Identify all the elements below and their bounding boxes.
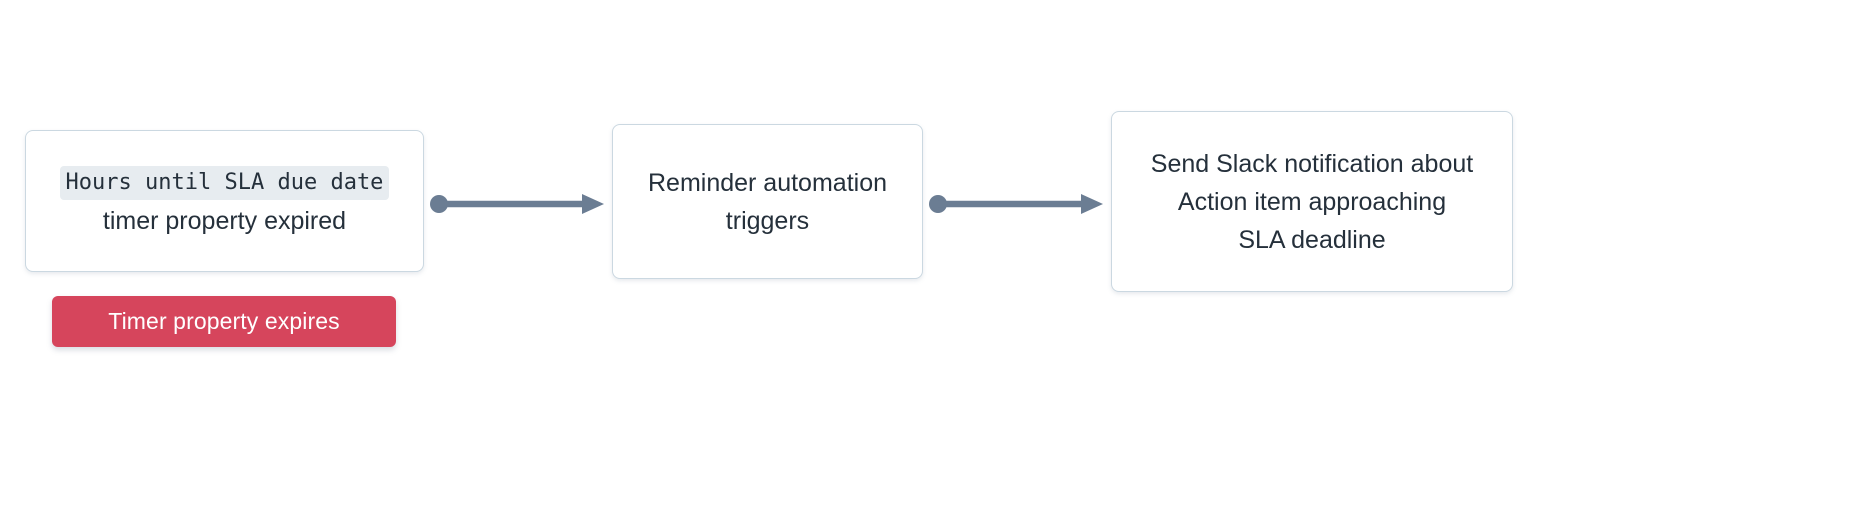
badge-timer-label: Timer property expires [108,308,340,334]
connector-start-dot-icon [430,195,448,213]
node-action-line-2: Action item approaching [1177,187,1447,216]
node-automation-text: Reminder automation triggers [634,164,901,240]
node-trigger[interactable]: Hours until SLA due date timer property … [25,130,424,272]
node-action-text: Send Slack notification about Action ite… [1137,145,1487,259]
connector-start-dot-icon [929,195,947,213]
code-chip-timer-property: Hours until SLA due date [59,166,390,200]
node-automation-line-2: triggers [725,206,810,235]
node-trigger-plain-line: timer property expired [102,207,347,235]
node-trigger-text: Hours until SLA due date timer property … [46,162,404,240]
connector-automation-to-action [929,189,1109,219]
node-automation[interactable]: Reminder automation triggers [612,124,923,279]
node-action-line-1: Send Slack notification about [1150,149,1474,178]
node-action[interactable]: Send Slack notification about Action ite… [1111,111,1513,292]
node-automation-line-1: Reminder automation [647,168,887,197]
node-action-line-3: SLA deadline [1238,225,1386,254]
connector-arrowhead-icon [1081,194,1103,214]
node-trigger-code-line: Hours until SLA due date [59,162,390,200]
badge-timer-property-expires[interactable]: Timer property expires [52,296,396,347]
connector-trigger-to-automation [430,189,610,219]
connector-arrowhead-icon [582,194,604,214]
